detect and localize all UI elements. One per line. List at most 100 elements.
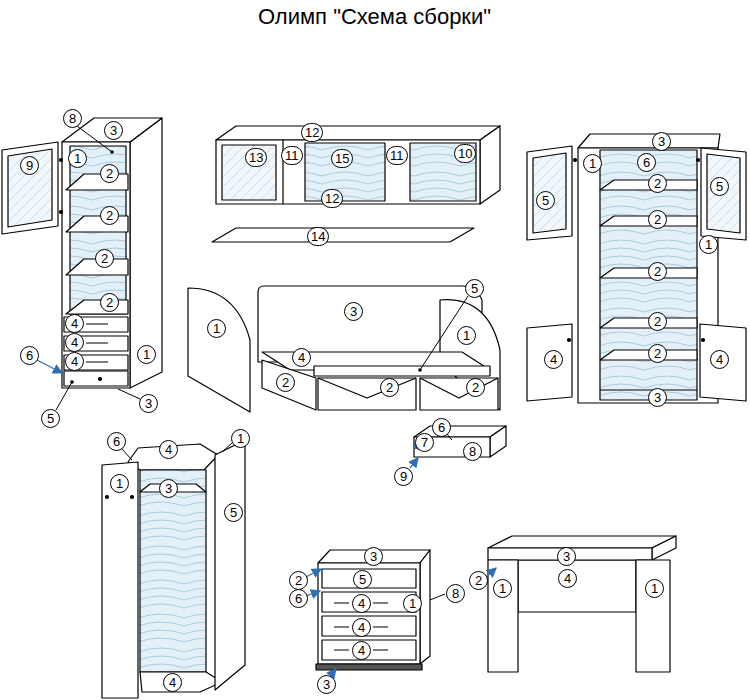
pencil-case	[66, 174, 128, 190]
callout-number: 1	[403, 594, 422, 613]
pencil-case	[8, 149, 52, 227]
callout-number: 3	[648, 388, 667, 407]
callout-number: 1	[457, 326, 476, 345]
leader-dot	[70, 380, 74, 384]
callout-number: 3	[104, 121, 123, 140]
chest-of-drawers	[322, 616, 416, 636]
callout-number: 2	[648, 262, 667, 281]
callout-number: 5	[41, 409, 60, 428]
callout-number: 1	[207, 319, 226, 338]
pointer-arrow	[410, 458, 418, 468]
callout-number: 1	[231, 429, 250, 448]
bookcase	[527, 324, 572, 401]
pointer-arrow	[306, 591, 320, 596]
bed	[420, 378, 498, 410]
callout-number: 4	[65, 314, 84, 333]
chest-of-drawers	[322, 592, 416, 612]
bookcase	[600, 150, 697, 400]
chest-of-drawers	[316, 664, 422, 670]
pointer-arrow	[37, 360, 62, 373]
pencil-case	[66, 216, 128, 232]
callout-number: 4	[352, 594, 371, 613]
callout-number: 9	[394, 467, 413, 486]
bookcase	[701, 148, 746, 240]
callout-number: 1	[137, 345, 156, 364]
bed	[262, 360, 316, 410]
bookcase	[700, 324, 746, 401]
callout-number: 9	[20, 156, 39, 175]
pencil-case	[99, 378, 102, 381]
callout-number: 2	[648, 174, 667, 193]
leader-line	[430, 594, 445, 600]
desk	[636, 560, 670, 672]
pencil-case	[86, 324, 108, 362]
callout-number: 2	[100, 164, 119, 183]
callout-number: 8	[63, 109, 82, 128]
leader-line	[56, 126, 468, 600]
leader-line	[118, 389, 140, 399]
callout-number: 6	[289, 589, 308, 608]
callout-number: 8	[446, 584, 465, 603]
bookcase	[574, 159, 577, 162]
callout-number: 11	[281, 146, 303, 165]
desk	[488, 536, 676, 672]
bed	[314, 366, 490, 376]
callout-number: 3	[159, 479, 178, 498]
callout-number: 10	[454, 144, 476, 163]
callout-number: 2	[469, 571, 488, 590]
bookcase	[578, 134, 720, 148]
desk	[518, 560, 636, 612]
callout-number: 2	[380, 378, 399, 397]
wall-shelf	[480, 126, 500, 204]
callout-number: 6	[637, 153, 656, 172]
callout-number: 3	[652, 132, 671, 151]
callout-number: 1	[583, 154, 602, 173]
callout-number: 3	[139, 394, 158, 413]
leader-line	[122, 449, 132, 460]
desk	[652, 536, 676, 560]
callout-number: 3	[364, 547, 383, 566]
bookcase	[702, 339, 705, 342]
leader-line	[447, 434, 452, 440]
callout-number: 1	[493, 579, 512, 598]
callout-number: 3	[557, 547, 576, 566]
callout-number: 4	[558, 569, 577, 588]
callout-number: 4	[544, 350, 563, 369]
corner-wardrobe	[215, 440, 245, 690]
desk	[488, 560, 518, 672]
leader-line	[222, 443, 232, 452]
callout-number: 6	[432, 418, 451, 437]
bookcase	[697, 159, 700, 162]
pencil-case	[2, 118, 162, 388]
corner-wardrobe	[140, 470, 206, 672]
callout-number: 2	[648, 210, 667, 229]
chest-of-drawers	[322, 569, 416, 588]
callout-number: 2	[289, 571, 308, 590]
wall-shelf	[216, 140, 480, 204]
callout-number: 2	[466, 378, 485, 397]
bed	[188, 286, 500, 412]
leader-dot	[70, 150, 422, 384]
leader-line	[56, 382, 72, 410]
pointer-arrow	[306, 569, 321, 577]
pointer-arrow	[486, 568, 496, 577]
wall-shelf	[410, 143, 476, 201]
callout-number: 2	[648, 312, 667, 331]
callout-number: 8	[463, 442, 482, 461]
corner-wardrobe	[102, 440, 245, 698]
corner-wardrobe	[140, 672, 222, 692]
chest-of-drawers	[316, 550, 430, 670]
pencil-case	[60, 159, 63, 162]
callout-number: 5	[710, 177, 729, 196]
callout-number: 3	[317, 675, 336, 694]
callout-number: 5	[465, 279, 484, 298]
pointer-arrow	[37, 360, 496, 675]
pencil-case	[2, 142, 58, 234]
callout-number: 4	[292, 348, 311, 367]
callout-number: 14	[307, 227, 329, 246]
corner-wardrobe	[106, 496, 109, 499]
bookcase	[600, 389, 697, 390]
callout-number: 2	[648, 344, 667, 363]
